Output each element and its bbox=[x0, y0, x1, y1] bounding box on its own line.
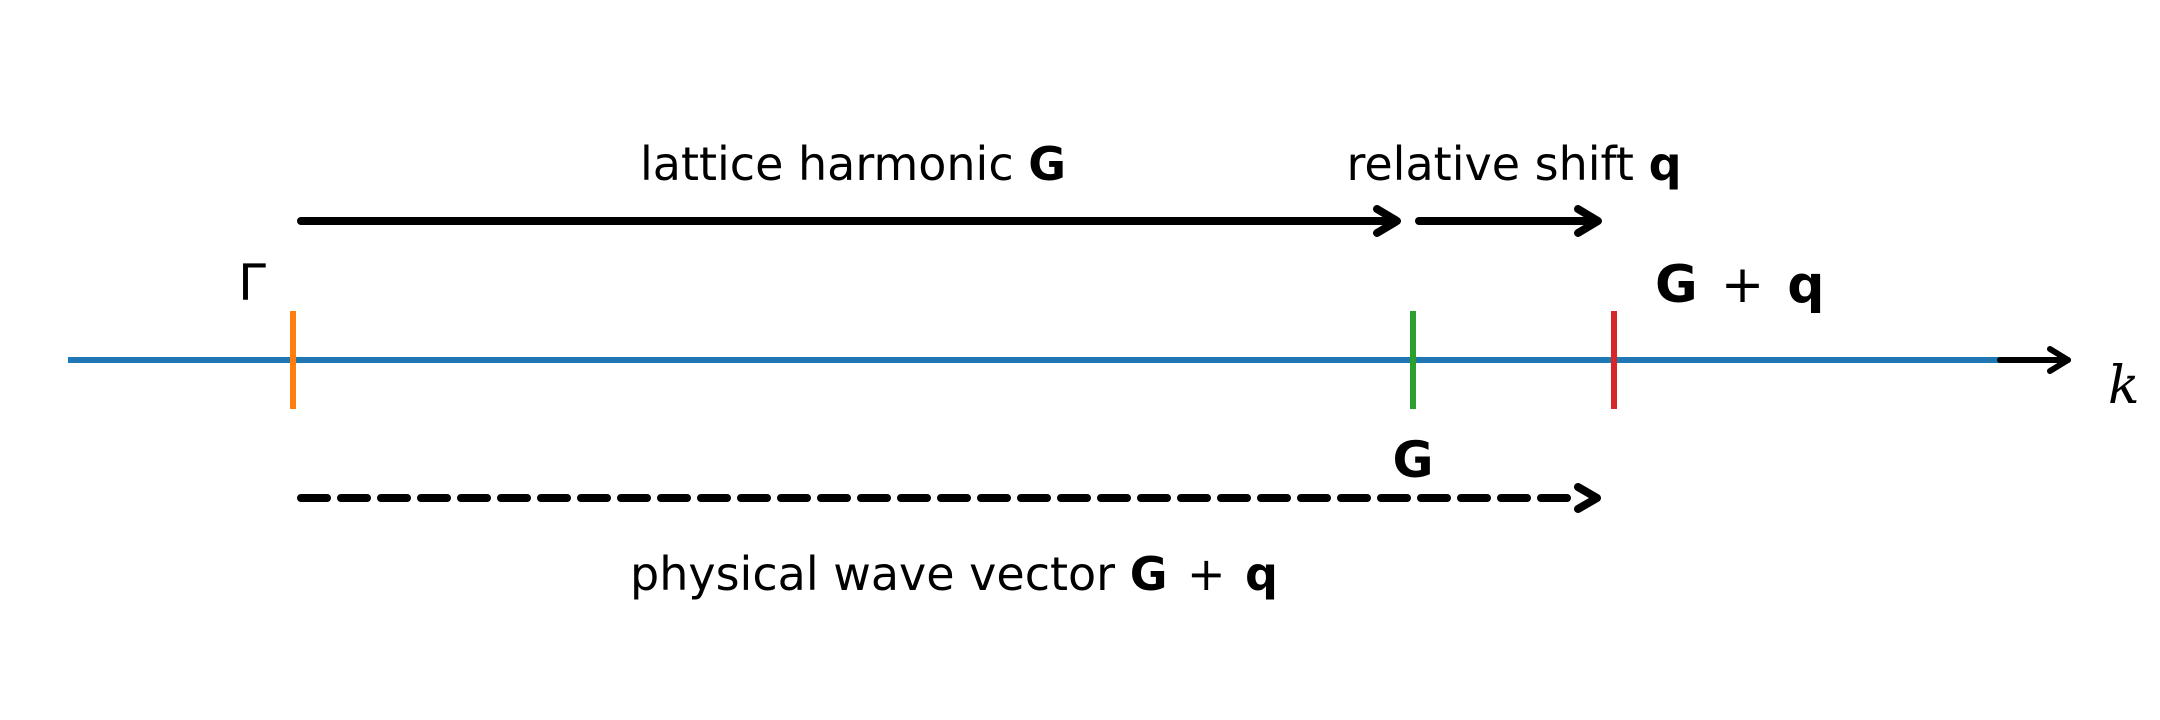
relative-shift-label: relative shift q bbox=[1346, 137, 1681, 191]
physical-wave-vector-label: physical wave vector G + q bbox=[630, 547, 1278, 601]
relative-shift-q: q bbox=[1649, 137, 1682, 191]
gamma-label: Γ bbox=[238, 254, 266, 312]
k-axis-label: k bbox=[2108, 356, 2140, 416]
G-plus-q-label: G + q bbox=[1655, 255, 1825, 315]
G-plus-q-label-G: G bbox=[1655, 255, 1698, 315]
physical-wave-vector-G: G bbox=[1130, 547, 1168, 601]
physical-wave-vector-text: physical wave vector bbox=[630, 547, 1130, 601]
lattice-harmonic-label: lattice harmonic G bbox=[640, 137, 1066, 191]
physical-wave-vector-q: q bbox=[1245, 547, 1278, 601]
G-plus-q-label-op: + bbox=[1721, 255, 1765, 315]
G-label: G bbox=[1392, 431, 1433, 489]
lattice-harmonic-arrowhead bbox=[1373, 205, 1401, 237]
relative-shift-arrowhead bbox=[1574, 205, 1602, 237]
lattice-harmonic-text: lattice harmonic bbox=[640, 137, 1028, 191]
physical-wave-vector-op: + bbox=[1187, 547, 1226, 601]
relative-shift-text: relative shift bbox=[1346, 137, 1648, 191]
G-plus-q-label-q: q bbox=[1787, 255, 1824, 315]
physical-wave-vector-arrowhead bbox=[1574, 483, 1601, 513]
k-axis-arrowhead bbox=[2047, 346, 2071, 374]
lattice-harmonic-G: G bbox=[1028, 137, 1066, 191]
